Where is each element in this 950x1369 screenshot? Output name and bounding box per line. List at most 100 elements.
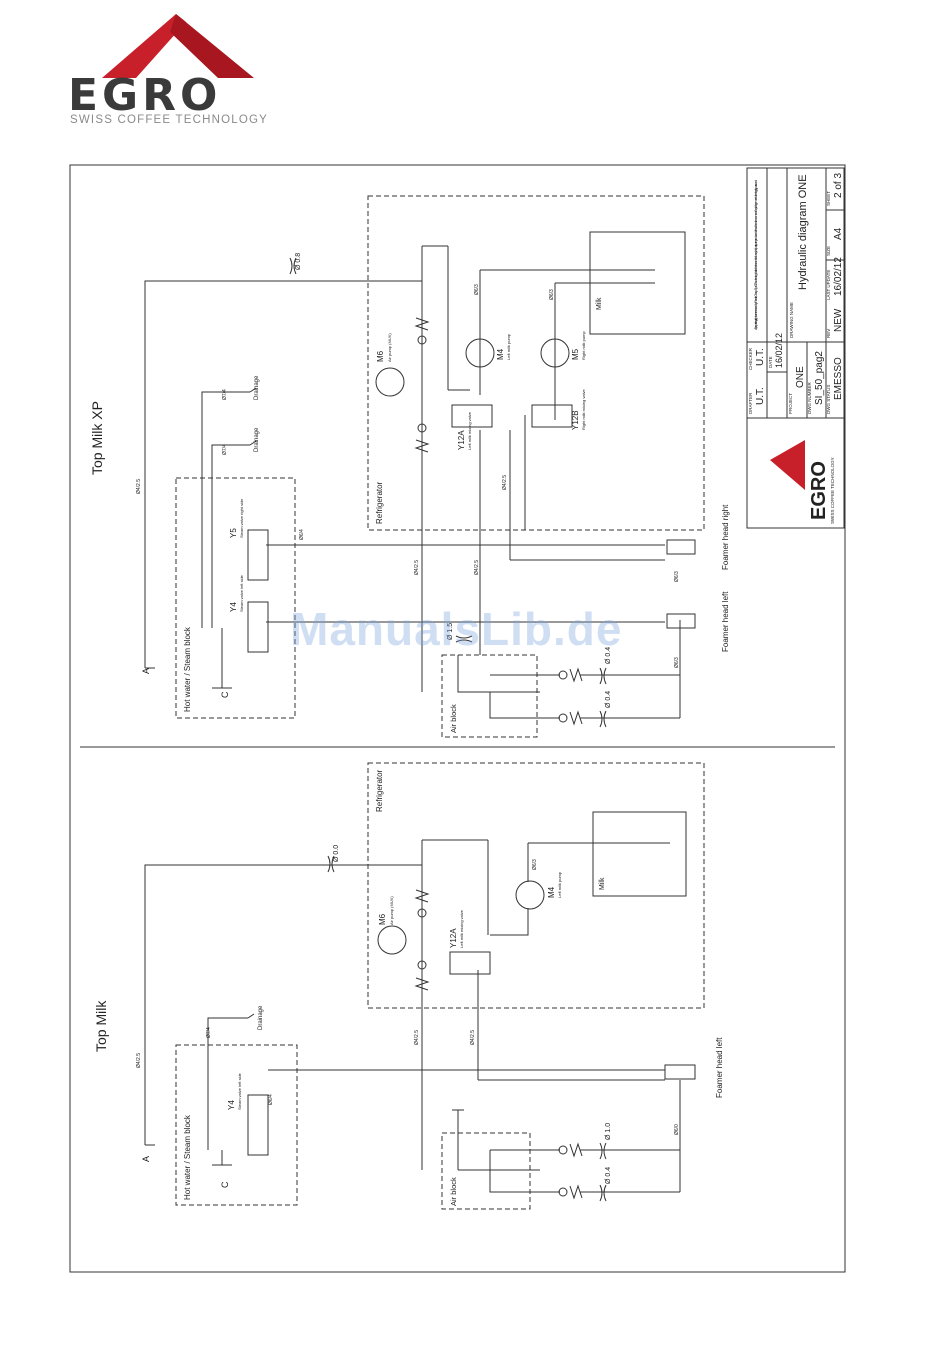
top-dim-10: Ø6/3 — [674, 657, 680, 668]
title-block-texts: All proprietary rights are reserved by R… — [748, 173, 844, 524]
top-air-block-label: Air block — [449, 704, 458, 733]
drawing-name-label: DRAWING NAME — [789, 302, 794, 338]
sheet-label: SHEET — [826, 191, 831, 206]
top-dim-11: Ø6/4 — [299, 529, 305, 540]
top-m5-desc: Right milk pump — [581, 331, 586, 360]
top-m4-pump — [465, 338, 495, 368]
bottom-dim-2: Ø7/4 — [206, 1027, 212, 1038]
bottom-milk-container — [592, 811, 687, 897]
bottom-m4-tag: M4 — [547, 886, 556, 898]
top-drainage-1: Drainage — [254, 375, 260, 400]
bottom-y12a-valve — [449, 951, 491, 975]
top-milk-label: Milk — [596, 297, 603, 310]
bottom-air-block-label: Air block — [449, 1177, 458, 1206]
dwg-status-label: DWG STATUS — [826, 385, 831, 414]
dwg-status: EMESSO — [833, 357, 844, 400]
sheet-number: 2 of 3 — [833, 173, 844, 198]
top-m6-pump — [375, 367, 405, 397]
bottom-y4-tag: Y4 — [227, 1100, 236, 1110]
bottom-port-a: A — [141, 1156, 151, 1162]
top-port-c: C — [220, 691, 230, 698]
bottom-dim-1: Ø 0.0 — [333, 845, 340, 862]
top-milk-xp-diagram: Top Milk XP Hot water / Steam block Refr… — [89, 195, 730, 738]
top-m5-pump — [540, 338, 570, 368]
sheet-frame — [69, 164, 846, 1273]
top-dim-7: Ø6/3 — [474, 284, 480, 295]
rev: NEW — [833, 308, 844, 332]
top-dim-3: Ø4/2.5 — [136, 479, 142, 494]
title-block-logo-icon — [770, 440, 805, 490]
logo-roof-right — [170, 14, 254, 78]
top-dim-8: Ø6/3 — [549, 289, 555, 300]
bottom-y4-desc: Steam valve left side — [237, 1072, 242, 1110]
top-air-block-box — [441, 654, 538, 738]
drafter-label: DRAFTER — [748, 392, 753, 414]
bottom-foamer-left — [664, 1064, 696, 1080]
logo-roof-left — [102, 14, 186, 78]
top-dim-14: Ø 0.4 — [605, 691, 612, 708]
bottom-port-c: C — [220, 1181, 230, 1188]
bottom-m4-desc: Left milk pump — [557, 871, 562, 898]
dwg-number: SI_50_pag2 — [814, 351, 825, 405]
bottom-dim-10: Ø 0.4 — [605, 1167, 612, 1184]
bottom-y12a-tag: Y12A — [449, 928, 458, 948]
bottom-refrigerator-box — [367, 762, 705, 1009]
bottom-dim-5: Ø4/2.5 — [470, 1030, 476, 1045]
top-dim-5: Ø4/2.5 — [474, 560, 480, 575]
bottom-dim-9: Ø 1.0 — [605, 1123, 612, 1140]
bottom-y12a-desc: Left milk mixing valve — [459, 909, 464, 948]
bottom-air-block-box — [441, 1132, 531, 1210]
top-refrigerator-label: Refrigerator — [375, 481, 384, 524]
bottom-foamer-left-label: Foamer head left — [715, 1037, 724, 1098]
date: 16/02/12 — [774, 333, 784, 368]
top-m5-tag: M5 — [571, 348, 580, 360]
bottom-dim-3: Ø4/2.5 — [136, 1053, 142, 1068]
bottom-dim-4: Ø4/2.5 — [414, 1030, 420, 1045]
size: A4 — [833, 227, 844, 240]
top-hot-water-block-box — [175, 477, 296, 719]
top-y12b-desc: Right milk mixing valve — [581, 389, 586, 430]
top-dim-1: Ø7/4 — [222, 389, 228, 400]
top-port-a: A — [141, 668, 151, 674]
bottom-m6-tag: M6 — [378, 913, 387, 925]
top-y12a-tag: Y12A — [457, 430, 466, 450]
top-y4-valve — [247, 601, 269, 653]
top-m4-tag: M4 — [496, 348, 505, 360]
top-milk-diagram: Top Milk Hot water / Steam block Refrige… — [93, 762, 724, 1210]
top-dim-2: Ø7/4 — [222, 444, 228, 455]
brand-name: EGRO — [68, 70, 222, 121]
top-y4-desc: Steam valve left side — [239, 574, 244, 612]
title-block-logo-tagline: SWISS COFFEE TECHNOLOGY — [830, 457, 835, 524]
bottom-hot-water-block-box — [175, 1044, 298, 1206]
top-y5-desc: Steam valve right side — [239, 498, 244, 538]
bottom-m6-desc: Air pump (MUX) — [389, 896, 394, 925]
size-label: SIZE — [826, 246, 831, 256]
bottom-y4-valve — [247, 1094, 269, 1156]
bottom-m4-pump — [515, 880, 545, 910]
top-y5-tag: Y5 — [229, 528, 238, 538]
top-y5-valve — [247, 529, 269, 581]
top-y12b-valve — [531, 404, 573, 428]
watermark: ManualsLib.de — [290, 603, 623, 655]
bottom-m6-pump — [377, 925, 407, 955]
top-dim-13: Ø 0.4 — [605, 647, 612, 664]
checker-label: CHECKER — [748, 347, 753, 370]
bottom-dim-7: Ø6/0 — [674, 1124, 680, 1135]
egro-logo — [102, 14, 254, 78]
dwg-number-label: DWG NUMBER — [807, 382, 812, 414]
brand-tagline: SWISS COFFEE TECHNOLOGY — [70, 114, 268, 126]
drafter: U.T. — [755, 387, 766, 405]
copyright-note: All proprietary rights are reserved by R… — [753, 180, 758, 330]
title-block — [746, 167, 845, 529]
bottom-dim-6: Ø6/3 — [532, 859, 538, 870]
title-block-logo-text: EGRO — [808, 461, 830, 520]
top-foamer-left-label: Foamer head left — [721, 591, 730, 652]
date-label: DATE — [768, 356, 773, 368]
top-title: Top Milk XP — [89, 401, 105, 475]
drawing-name: Hydraulic diagram ONE — [797, 174, 809, 290]
top-m6-tag: M6 — [376, 350, 385, 362]
bottom-milk-label: Milk — [599, 877, 606, 890]
top-m4-desc: Left milk pump — [506, 333, 511, 360]
top-m6-desc: Air pump (MUX) — [387, 333, 392, 362]
